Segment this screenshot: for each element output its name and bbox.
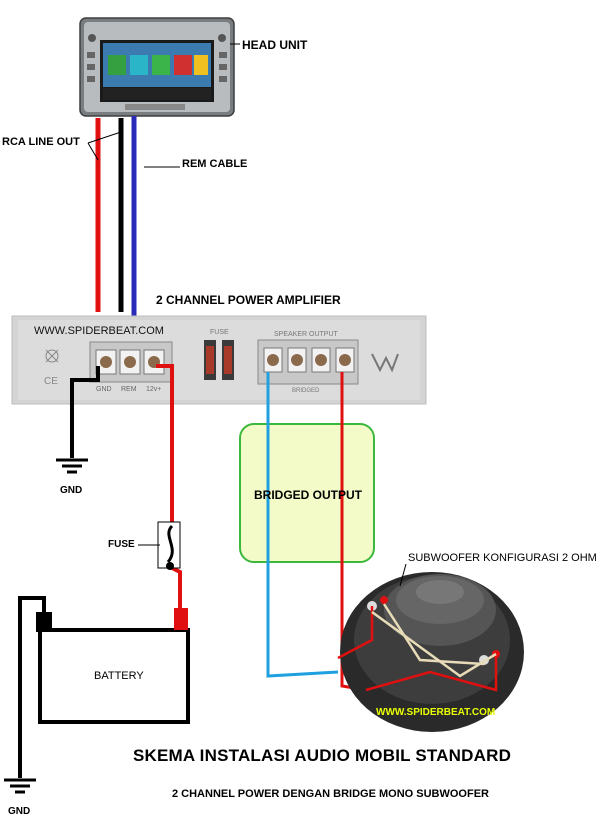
rem-cable-label: REM CABLE [182,158,248,170]
inline-fuse [157,521,181,570]
subwoofer-pointer [399,563,407,587]
terminal-rem-label: REM [121,386,137,393]
bridged-small-label: BRIDGED [292,388,320,394]
terminal-gnd-label: GND [96,386,112,393]
gnd-label-2: GND [8,806,31,817]
speaker-wire-blue [266,372,339,678]
power-wire [156,364,182,612]
subwoofer-label: SUBWOOFER KONFIGURASI 2 OHM [408,552,597,564]
diagram-title: SKEMA INSTALASI AUDIO MOBIL STANDARD [133,746,512,765]
fuse-amp-label: FUSE [210,329,229,336]
battery [36,608,190,724]
diagram-subtitle: 2 CHANNEL POWER DENGAN BRIDGE MONO SUBWO… [172,788,489,800]
gnd-label-1: GND [60,485,83,496]
terminal-12v-label: 12v+ [146,386,162,393]
rca-pointer-2 [87,131,122,144]
rca-pointer-1 [87,142,99,161]
ground-symbol-1 [56,458,88,474]
watermark-top: WWW.SPIDERBEAT.COM [34,325,164,337]
battery-ground-wire [18,596,46,778]
fuse-inline-label: FUSE [108,539,135,550]
amplifier-label: 2 CHANNEL POWER AMPLIFIER [156,293,341,307]
svg-text:CE: CE [44,376,58,387]
ground-wire-amp [70,366,100,458]
head-unit-label: HEAD UNIT [242,38,308,52]
subwoofer [337,572,524,732]
bridged-output-label: BRIDGED OUTPUT [254,488,362,502]
ground-symbol-2 [4,778,36,794]
head-unit [79,17,235,117]
amplifier: CE [11,315,427,405]
watermark-bottom: WWW.SPIDERBEAT.COM [376,707,496,718]
speaker-output-label: SPEAKER OUTPUT [274,331,338,338]
rca-line-out-label: RCA LINE OUT [2,136,80,148]
battery-label: BATTERY [94,670,144,682]
